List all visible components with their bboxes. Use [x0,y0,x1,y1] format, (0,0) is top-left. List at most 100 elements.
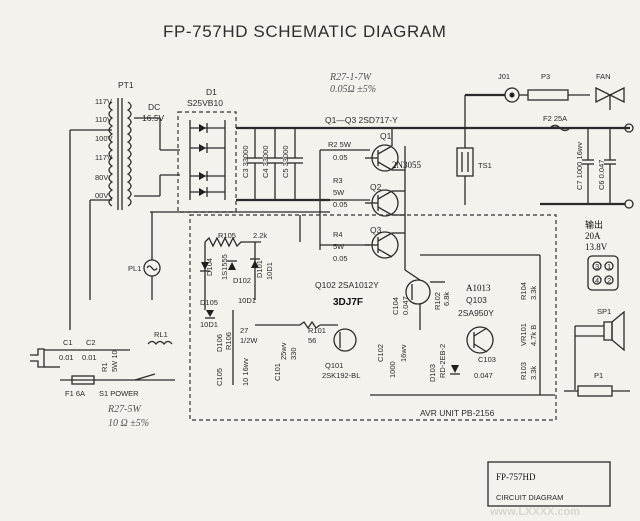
q102: Q102 2SA1012Y C104 0.047 [315,269,431,330]
dc-label: DC [148,102,160,112]
fan-label: FAN [596,72,611,81]
plug-p1: P1 [564,371,630,397]
watermark: www.LXXXX.com [489,506,580,518]
c103-label: C103 [478,355,496,364]
r104-vr101-r103: R104 3.3k VR101 4.7k B R103 3.3k [420,254,555,396]
c103-group-value: 0.047 [401,296,410,315]
handwritten-note-r27-bottom-value: 10 Ω ±5% [108,418,149,429]
c1-value: 0.01 [59,353,74,362]
d102-part: 10D1 [238,296,256,305]
c7-label: C7 1000 16wv [575,142,584,190]
d104-label: D104 [205,258,214,276]
d105-d106-r106-c105: D105 10D1 D106 R106 27 1/2W C105 10 16wv [200,298,258,386]
q1-part-annotation: 2N3055 [392,160,421,170]
r103-value: 3.3k [529,366,538,380]
filter-capacitors: C3 33000 C4 33000 C5 33000 [241,128,303,200]
c3-label: C3 33000 [241,145,250,178]
thermal-switch-ts1: TS1 [456,95,492,205]
pin-4: 4 [595,276,599,285]
pl1-label: PL1 [128,264,141,273]
tap-117v-a: 117V [95,97,112,106]
tap-117v-b: 117V [95,153,112,162]
r101-value: 56 [308,336,316,345]
d103-label: D103 [428,364,437,382]
avr-unit-boundary [189,214,557,421]
d104-part: 1S1555 [220,254,229,280]
d101-label: D101 [255,260,264,278]
ts1-label: TS1 [478,161,492,170]
pin-1: 1 [607,262,611,271]
r3-ref: R3 [333,176,343,185]
primary-input-circuit: C1 0.01 C2 0.01 R1 5W 10 RL1 F1 6A S1 PO… [30,330,175,398]
c102-label: C102 [376,344,385,362]
pt1-label: PT1 [118,80,134,90]
r1-value: 5W 10 [110,350,119,372]
d101-part: 10D1 [265,262,274,280]
fan: FAN [595,72,625,110]
transformer-pt1: PT1 117V 110V 100V 117V 80V 00V [69,80,134,330]
r2-value: 0.05 [333,153,348,162]
r102-value: 6.8k [442,292,451,306]
r104-label: R104 [519,282,528,300]
sp1-label: SP1 [597,307,611,316]
dc-voltage: 16.5V [142,113,165,123]
fuse-f2: F2 25A [543,114,571,132]
r4-value: 0.05 [333,254,348,263]
r105-value: 2.2k [253,231,267,240]
c4-label: C4 33000 [261,145,270,178]
r104-value: 3.3k [529,286,538,300]
jack-j01: J01 [465,72,520,103]
q102-label: Q102 2SA1012Y [315,280,379,290]
d1-ref: D1 [206,87,217,97]
q103-label: Q103 [466,295,487,305]
c101-label: C101 [273,363,282,381]
q2-ref: Q2 [370,182,382,192]
diagram-title: FP-757HD SCHEMATIC DIAGRAM [163,22,447,41]
r101-label: R101 [308,326,326,335]
r3-watt: 5W [333,188,345,197]
q101-label: Q101 [325,361,343,370]
r2-ref: R2 5W [328,140,352,149]
d106-label: D106 [215,334,224,352]
q103-part: 2SA950Y [458,308,494,318]
c102-voltage: 16wv [399,344,408,362]
avr-unit-label: AVR UNIT PB-2156 [420,408,495,418]
s1-label: S1 POWER [99,389,139,398]
q1-q3-label: Q1—Q3 2SD717-Y [325,115,398,125]
f1-label: F1 6A [65,389,85,398]
c105-value: 10 16wv [241,358,250,386]
c102-value: 1000 [388,361,397,378]
output-terminal-positive [624,123,634,133]
output-annotation-voltage: 13.8V [585,242,608,252]
r106-watt: 1/2W [240,336,258,345]
title-stamp: FP-757HD CIRCUIT DIAGRAM [487,461,611,507]
d102-label: D102 [233,276,251,285]
bridge-rectifier-d1: D1 S25VB10 [177,87,237,213]
r106-label: R106 [224,332,233,350]
f2-label: F2 25A [543,114,567,123]
p3-label: P3 [541,72,550,81]
output-annotation-title: 输出 [585,219,603,230]
handwritten-note-r27-bottom: R27-5W [107,404,142,415]
c5-label: C5 33000 [281,145,290,178]
c105-label: C105 [215,368,224,386]
r3-value: 0.05 [333,200,348,209]
plug-p3: P3 [519,72,590,101]
r103-label: R103 [519,362,528,380]
tap-110v: 110V [95,115,112,124]
stamp-model: FP-757HD [496,472,536,482]
c2-value: 0.01 [82,353,97,362]
rl1-label: RL1 [154,330,168,339]
r105-label: R105 [218,231,236,240]
r101-c101-q101: 25wv 330 C101 R101 56 Q101 2SK192-BL [255,320,360,381]
tap-100v: 100V [95,134,113,143]
pilot-lamp-pl1: PL1 [128,212,161,300]
q101-annotation: 3DJ7F [333,297,363,308]
c101-voltage: 25wv [279,342,288,360]
c2-label: C2 [86,338,96,347]
handwritten-note-r27-top-value: 0.05Ω ±5% [330,84,376,95]
c102-c103-d103: C102 1000 16wv D103 RD-2EB-2 C103 0.047 [370,344,496,396]
pin-3: 3 [595,262,599,271]
handwritten-note-r27-top: R27-1-7W [329,72,373,83]
